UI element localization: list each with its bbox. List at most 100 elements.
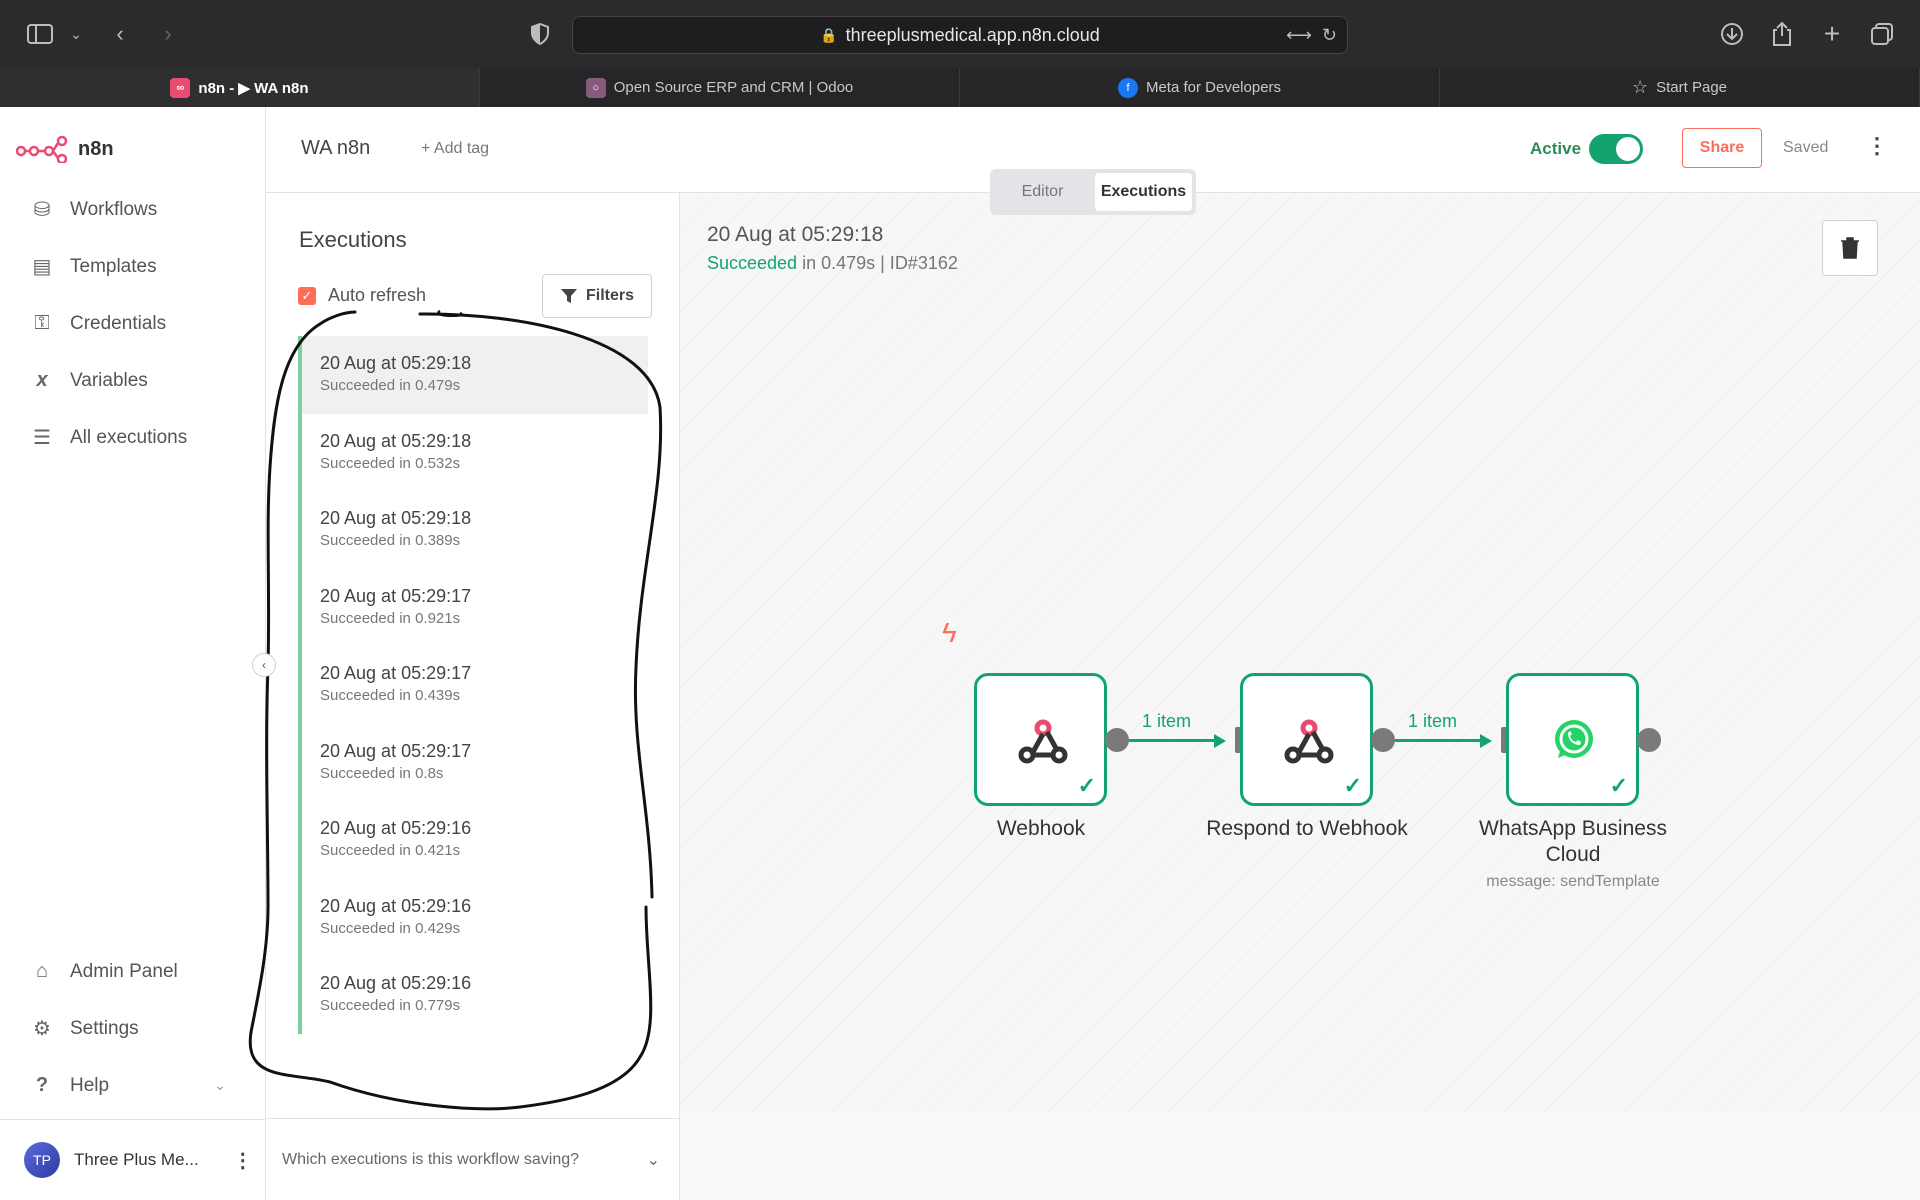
execution-item[interactable]: 20 Aug at 05:29:17 Succeeded in 0.921s — [298, 568, 648, 646]
home-icon: ⌂ — [35, 960, 49, 982]
sidebar-toggle-icon[interactable] — [24, 18, 56, 50]
tab-meta[interactable]: f Meta for Developers — [960, 68, 1440, 107]
sidebar-item-label: Variables — [70, 369, 148, 391]
active-toggle[interactable] — [1589, 134, 1643, 164]
sidebar-item-all-executions[interactable]: ☰ All executions — [0, 409, 266, 466]
filters-button[interactable]: Filters — [542, 274, 652, 318]
delete-execution-button[interactable] — [1822, 220, 1878, 276]
executions-list: 20 Aug at 05:29:18 Succeeded in 0.479s 2… — [298, 336, 648, 1034]
execution-status: Succeeded in 0.421s — [320, 842, 461, 859]
sidebar-item-label: Admin Panel — [70, 960, 178, 982]
execution-item[interactable]: 20 Aug at 05:29:17 Succeeded in 0.8s — [298, 723, 648, 801]
filter-icon — [560, 289, 577, 303]
canvas-footer — [680, 1113, 1920, 1200]
star-icon: ☆ — [1631, 77, 1649, 97]
download-icon[interactable] — [1716, 18, 1748, 50]
status-detail: in 0.479s | ID#3162 — [797, 253, 958, 273]
execution-status: Succeeded in 0.479s — [320, 377, 461, 394]
sidebar-bottom-nav: ⌂ Admin Panel ⚙ Settings ? Help ⌄ — [0, 943, 266, 1114]
execution-detail-date: 20 Aug at 05:29:18 — [707, 223, 884, 246]
more-vertical-icon[interactable]: ⋮ — [1866, 133, 1888, 158]
tabs-overview-icon[interactable] — [1866, 18, 1898, 50]
node-label: WhatsApp Business Cloud — [1479, 817, 1667, 867]
auto-refresh-checkbox[interactable]: ✓ — [298, 286, 316, 305]
workflow-canvas[interactable]: 20 Aug at 05:29:18 Succeeded in 0.479s |… — [680, 193, 1920, 1113]
question-icon: ? — [35, 1074, 49, 1096]
sidebar-item-workflows[interactable]: ⛁ Workflows — [0, 181, 266, 238]
execution-date: 20 Aug at 05:29:16 — [320, 973, 472, 993]
execution-item[interactable]: 20 Aug at 05:29:18 Succeeded in 0.479s — [298, 336, 648, 414]
execution-status: Succeeded in 0.429s — [320, 919, 461, 937]
execution-date: 20 Aug at 05:29:18 — [320, 508, 472, 528]
sidebar-item-templates[interactable]: ▤ Templates — [0, 238, 266, 295]
node-whatsapp-business-cloud[interactable]: ✓ — [1506, 673, 1639, 806]
execution-status: Succeeded in 0.8s — [320, 764, 444, 782]
list-icon: ☰ — [33, 427, 51, 449]
forward-icon[interactable]: › — [164, 21, 172, 46]
output-port[interactable] — [1637, 728, 1661, 752]
tab-start-page[interactable]: ☆ Start Page — [1440, 68, 1920, 107]
url-bar[interactable]: 🔒 threeplusmedical.app.n8n.cloud ⟷ ↻ — [572, 16, 1348, 54]
sidebar-item-help[interactable]: ? Help ⌄ — [0, 1057, 266, 1114]
node-webhook[interactable]: ✓ — [974, 673, 1107, 806]
auto-refresh-label: Auto refresh — [328, 285, 427, 305]
execution-status: Succeeded in 0.439s — [320, 687, 461, 704]
tab-n8n[interactable]: ∞ n8n - ▶ WA n8n — [0, 68, 480, 107]
chevron-down-icon: ⌄ — [646, 1151, 660, 1169]
saved-status: Saved — [1783, 139, 1829, 156]
node-respond-to-webhook[interactable]: ✓ — [1240, 673, 1373, 806]
back-icon[interactable]: ‹ — [116, 21, 124, 46]
share-icon[interactable] — [1766, 18, 1798, 50]
executions-panel: Executions ✓ Auto refresh Filters 20 Aug… — [266, 193, 680, 1200]
chevron-down-icon[interactable]: ⌄ — [70, 25, 82, 42]
shield-icon[interactable] — [524, 18, 556, 50]
user-profile[interactable]: TP Three Plus Me... ⋮ — [0, 1119, 266, 1200]
sidebar-item-variables[interactable]: x Variables — [0, 352, 266, 409]
connection-line — [1129, 739, 1219, 742]
add-tag-button[interactable]: + Add tag — [421, 140, 490, 157]
lock-icon: 🔒 — [820, 26, 838, 43]
execution-item[interactable]: 20 Aug at 05:29:17 Succeeded in 0.439s — [298, 646, 648, 724]
sidebar-item-label: Templates — [70, 255, 157, 277]
tab-editor[interactable]: Editor — [1021, 183, 1064, 200]
sidebar-item-credentials[interactable]: ⚿ Credentials — [0, 295, 266, 352]
share-button[interactable]: Share — [1682, 128, 1762, 168]
tab-executions[interactable]: Executions — [1095, 173, 1192, 211]
trash-icon — [1841, 237, 1859, 259]
translate-icon[interactable]: ⟷ — [1286, 25, 1312, 45]
execution-item[interactable]: 20 Aug at 05:29:16 Succeeded in 0.429s — [298, 878, 648, 956]
execution-detail-status: Succeeded in 0.479s | ID#3162 — [707, 253, 958, 274]
execution-item[interactable]: 20 Aug at 05:29:18 Succeeded in 0.389s — [298, 491, 648, 569]
execution-status: Succeeded in 0.389s — [320, 532, 461, 549]
workflow-name[interactable]: WA n8n — [301, 137, 371, 159]
output-port[interactable] — [1105, 728, 1129, 752]
reload-icon[interactable]: ↻ — [1321, 25, 1337, 45]
execution-item[interactable]: 20 Aug at 05:29:16 Succeeded in 0.421s — [298, 801, 648, 879]
tab-label: Open Source ERP and CRM | Odoo — [613, 79, 854, 96]
auto-refresh[interactable]: ✓ Auto refresh — [298, 285, 426, 306]
sidebar-item-settings[interactable]: ⚙ Settings — [0, 1000, 266, 1057]
sidebar-item-label: Help — [70, 1074, 110, 1096]
new-tab-icon[interactable]: + — [1823, 18, 1841, 49]
browser-toolbar: ⌄ ‹ › 🔒 threeplusmedical.app.n8n.cloud ⟷… — [0, 0, 1920, 68]
tab-label: Meta for Developers — [1145, 79, 1282, 96]
more-vertical-icon[interactable]: ⋮ — [232, 1149, 253, 1172]
n8n-logo[interactable]: n8n — [16, 135, 114, 163]
tab-label: n8n - ▶ WA n8n — [198, 79, 309, 97]
tab-odoo[interactable]: ○ Open Source ERP and CRM | Odoo — [480, 68, 960, 107]
sidebar-item-label: All executions — [70, 426, 188, 448]
facebook-favicon-icon: f — [1117, 77, 1138, 98]
webhook-icon — [1284, 719, 1334, 764]
saving-settings-accordion[interactable]: Which executions is this workflow saving… — [266, 1118, 680, 1200]
key-icon: ⚿ — [34, 312, 50, 334]
output-port[interactable] — [1371, 728, 1395, 752]
avatar: TP — [24, 1142, 60, 1178]
sidebar-item-admin-panel[interactable]: ⌂ Admin Panel — [0, 943, 266, 1000]
gear-icon: ⚙ — [33, 1018, 51, 1040]
execution-item[interactable]: 20 Aug at 05:29:18 Succeeded in 0.532s — [298, 413, 648, 491]
execution-item[interactable]: 20 Aug at 05:29:16 Succeeded in 0.779s — [298, 956, 648, 1034]
collapse-panel-button[interactable]: ‹ — [252, 653, 276, 677]
node-label: Webhook — [996, 817, 1086, 840]
tab-label: Start Page — [1656, 79, 1728, 96]
connection-label: 1 item — [1408, 711, 1458, 731]
